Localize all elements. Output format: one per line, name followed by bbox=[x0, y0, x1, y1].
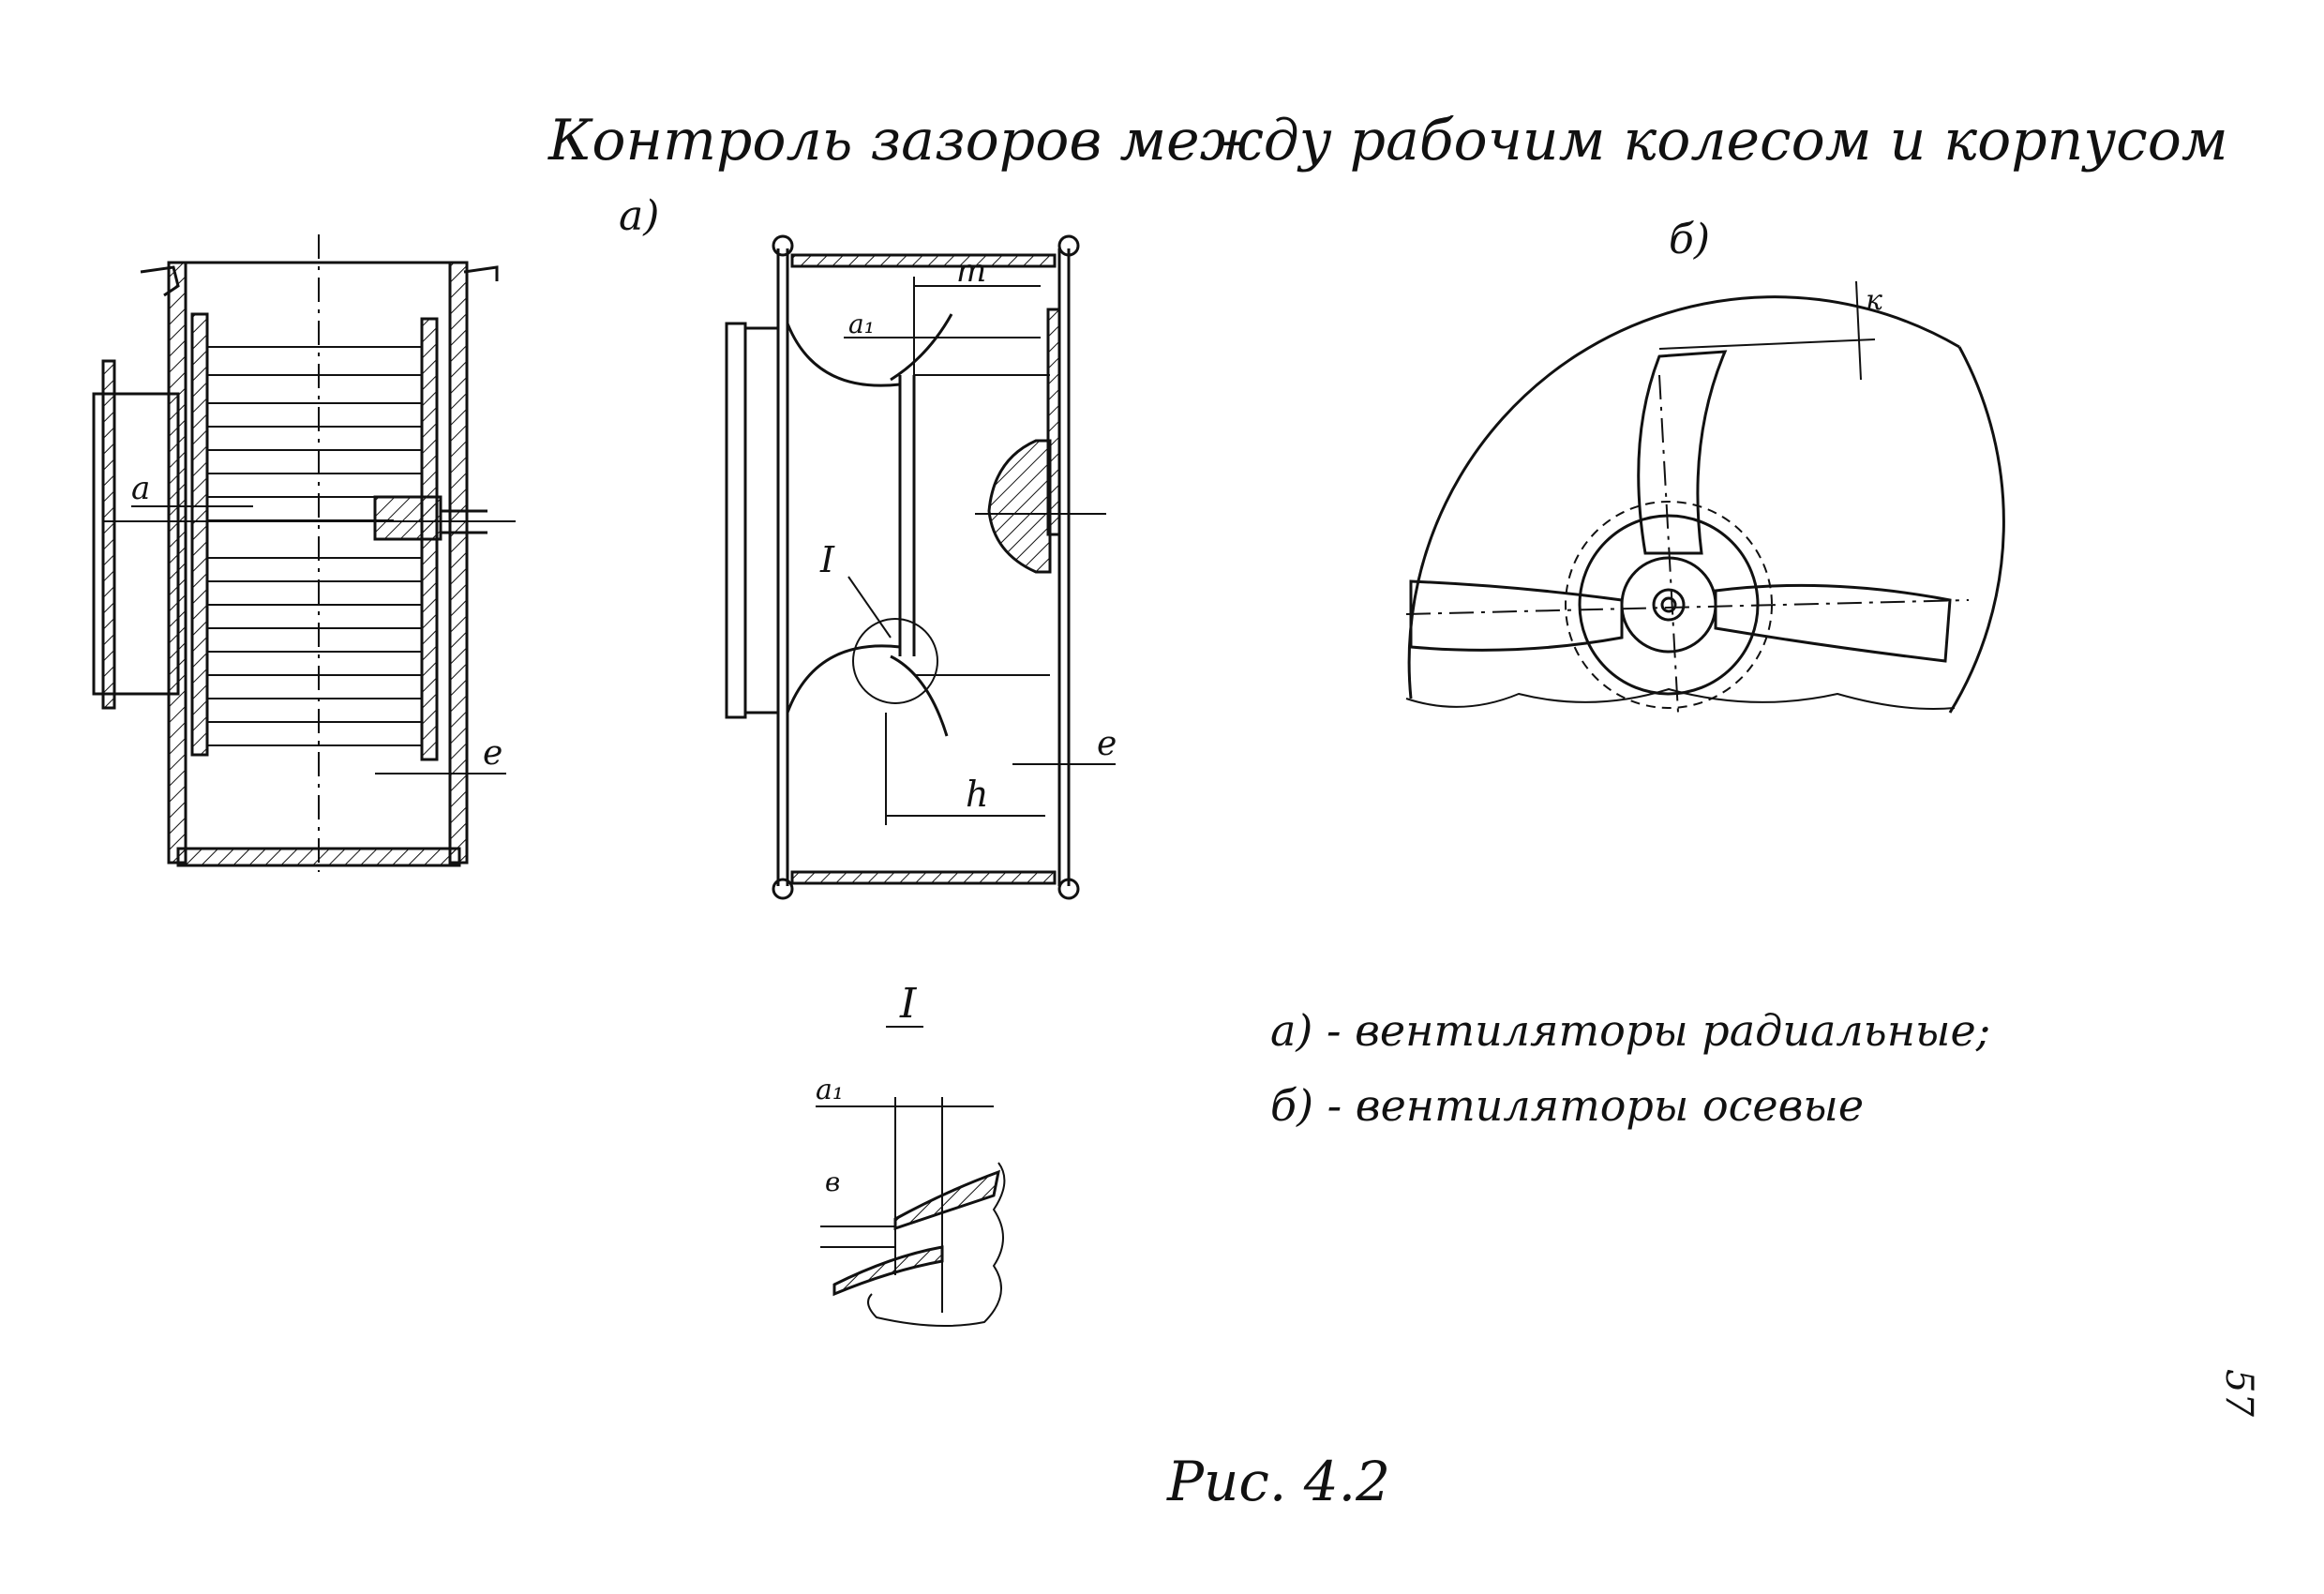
legend-item-axial: б) - вентиляторы осевые bbox=[1270, 1080, 1864, 1131]
dim-label-e-left: е bbox=[483, 734, 502, 773]
radial-fan-drum-drawing: а е bbox=[92, 234, 516, 872]
figure-caption: Рис. 4.2 bbox=[1166, 1450, 1390, 1513]
axial-fan-drawing: б) к bbox=[1405, 216, 2005, 714]
detail-dim-a1: а₁ bbox=[816, 1074, 844, 1106]
sublabel-a: а) bbox=[619, 192, 659, 240]
detail-title: I bbox=[899, 980, 918, 1028]
detail-marker-i: I bbox=[819, 539, 835, 580]
radial-fan-section-drawing: а) I m bbox=[619, 192, 1117, 900]
dim-label-k: к bbox=[1866, 284, 1882, 317]
sublabel-b: б) bbox=[1669, 216, 1710, 263]
legend: а) - вентиляторы радиальные; б) - вентил… bbox=[1270, 1005, 1990, 1131]
drum-blades bbox=[208, 346, 422, 746]
figure-title: Контроль зазоров между рабочим колесом и… bbox=[547, 108, 2228, 173]
dim-label-a1: а₁ bbox=[848, 308, 875, 339]
dim-label-h: h bbox=[966, 774, 988, 815]
dim-label-m: m bbox=[956, 252, 986, 290]
detail-dim-b: в bbox=[825, 1166, 840, 1197]
dim-label-e-right: е bbox=[1097, 725, 1117, 763]
dim-label-a: а bbox=[131, 470, 150, 507]
legend-item-radial: а) - вентиляторы радиальные; bbox=[1270, 1005, 1990, 1056]
page-number: 57 bbox=[2217, 1369, 2260, 1417]
detail-i-drawing: I а₁ в bbox=[816, 980, 1006, 1327]
